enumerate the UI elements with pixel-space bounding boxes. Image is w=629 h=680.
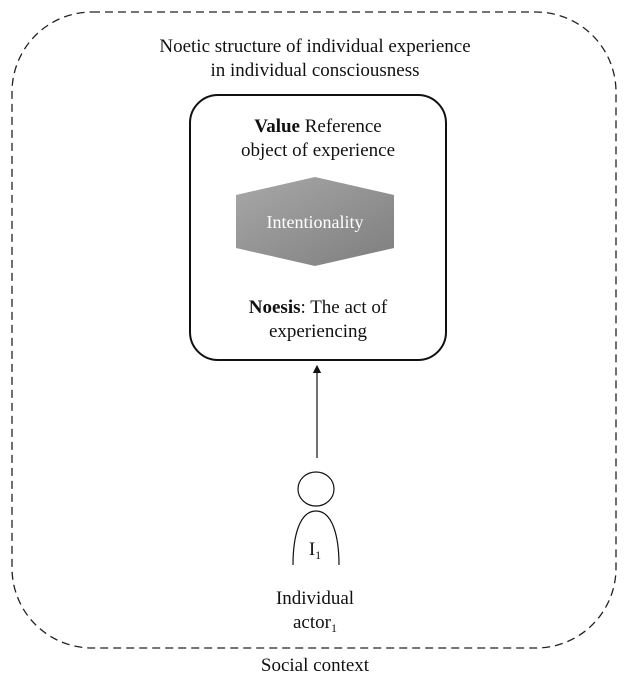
actor-initial-letter: I [308, 539, 316, 560]
actor-label-subscript: 1 [330, 621, 337, 635]
actor-initial-subscript: 1 [315, 548, 322, 562]
actor-label-line1: Individual [275, 588, 355, 609]
value-bold-term: Value [254, 116, 300, 137]
value-label: Value Reference object of experience [190, 115, 446, 163]
noesis-line2: experiencing [268, 321, 368, 342]
actor-head-icon [297, 471, 335, 507]
actor-initial: I1 [290, 538, 340, 562]
outer-context-box [11, 11, 617, 649]
social-context-label: Social context [260, 655, 370, 676]
value-line2: object of experience [240, 140, 396, 161]
outer-box-title: Noetic structure of individual experienc… [70, 35, 560, 83]
noesis-line1: Noesis: The act of [190, 296, 446, 320]
actor-label: Individual actor1 [220, 587, 410, 635]
intentionality-hexagon [236, 177, 394, 266]
outer-title-line2: in individual consciousness [210, 60, 420, 81]
noesis-label: Noesis: The act of experiencing [190, 296, 446, 344]
intentionality-label: Intentionality [266, 212, 364, 232]
noesis-bold-term: Noesis [248, 297, 301, 318]
value-line1: Value Reference [190, 115, 446, 139]
value-rest-text: Reference [300, 116, 382, 137]
outer-title-line1: Noetic structure of individual experienc… [159, 36, 471, 57]
actor-body-icon [292, 510, 340, 566]
noesis-rest-text: : The act of [300, 297, 388, 318]
actor-label-word: actor [293, 612, 331, 633]
actor-label-line2: actor1 [220, 611, 410, 635]
